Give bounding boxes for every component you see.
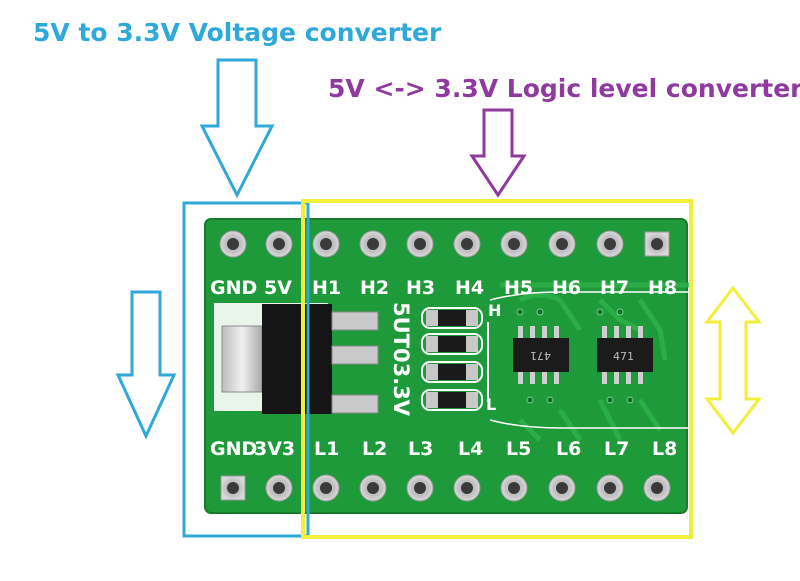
regulator-lead-2 [331, 345, 379, 365]
low-side-mark: L [486, 395, 496, 414]
pin-label-h1: H1 [312, 277, 341, 299]
bottom-pad-1 [220, 475, 246, 501]
resistor-array-2: 471 [597, 326, 653, 384]
bottom-pad-8 [548, 474, 576, 502]
resistor-array-2-marking: 471 [613, 350, 634, 363]
top-pad-5 [406, 230, 434, 258]
top-pad-4 [359, 230, 387, 258]
bottom-pad-7 [500, 474, 528, 502]
outline-top [489, 291, 690, 301]
bidirectional-arrow-icon [703, 285, 763, 436]
top-pad-2 [265, 230, 293, 258]
resistor-array-1-marking: 471 [530, 349, 551, 362]
top-pad-9 [596, 230, 624, 258]
logic-converter-region [301, 199, 693, 539]
regulator-lead-3 [331, 394, 379, 414]
top-pad-3 [312, 230, 340, 258]
voltage-output-arrow-icon [115, 290, 177, 440]
bottom-pad-4 [359, 474, 387, 502]
pin-label-h2: H2 [360, 277, 389, 299]
pin-label-l4: L4 [458, 438, 483, 460]
bottom-pad-2 [265, 474, 293, 502]
pin-label-3v3: 3V3 [254, 438, 295, 460]
logic-input-arrow-icon [469, 108, 527, 198]
top-pad-1 [219, 230, 247, 258]
logic-converter-title: 5V <-> 3.3V Logic level converter [328, 74, 800, 103]
pin-label-l2: L2 [362, 438, 387, 460]
outline-bottom [489, 419, 690, 429]
pin-label-h4: H4 [455, 277, 484, 299]
pin-label-l8: L8 [652, 438, 677, 460]
high-side-mark: H [488, 301, 501, 320]
pin-label-l3: L3 [408, 438, 433, 460]
resistor-array-1: 471 [513, 326, 569, 384]
voltage-regulator [214, 303, 379, 414]
bottom-pad-6 [453, 474, 481, 502]
bottom-pad-10 [643, 474, 671, 502]
regulator-lead-1 [331, 311, 379, 331]
voltage-input-arrow-icon [199, 58, 275, 199]
pin-label-l5: L5 [506, 438, 531, 460]
voltage-converter-title: 5V to 3.3V Voltage converter [33, 18, 442, 47]
bottom-pad-9 [596, 474, 624, 502]
board-part-text: 5UT03.3V [389, 302, 413, 417]
top-pad-6 [453, 230, 481, 258]
pin-label-h6: H6 [552, 277, 581, 299]
passive-components [421, 307, 483, 411]
pin-label-l7: L7 [604, 438, 629, 460]
top-pin-row [219, 230, 670, 258]
top-pad-8 [548, 230, 576, 258]
bottom-pad-5 [406, 474, 434, 502]
bottom-pin-labels: GND 3V3 L1 L2 L3 L4 L5 L6 L7 L8 [210, 438, 677, 460]
top-pad-10 [644, 231, 670, 257]
voltage-converter-region [182, 201, 310, 538]
pin-label-l1: L1 [314, 438, 339, 460]
pin-label-h3: H3 [406, 277, 435, 299]
bottom-pin-row [220, 474, 671, 502]
bottom-pad-3 [312, 474, 340, 502]
vias [516, 308, 634, 404]
pin-label-gnd-bottom: GND [210, 438, 257, 460]
pcb-traces [500, 282, 690, 442]
top-pin-labels: GND 5V H1 H2 H3 H4 H5 H6 H7 H8 [210, 277, 677, 299]
pin-label-5v: 5V [264, 277, 292, 299]
pin-label-h8: H8 [648, 277, 677, 299]
top-pad-7 [500, 230, 528, 258]
pin-label-h7: H7 [600, 277, 629, 299]
pin-label-gnd-top: GND [210, 277, 257, 299]
pin-label-l6: L6 [556, 438, 581, 460]
